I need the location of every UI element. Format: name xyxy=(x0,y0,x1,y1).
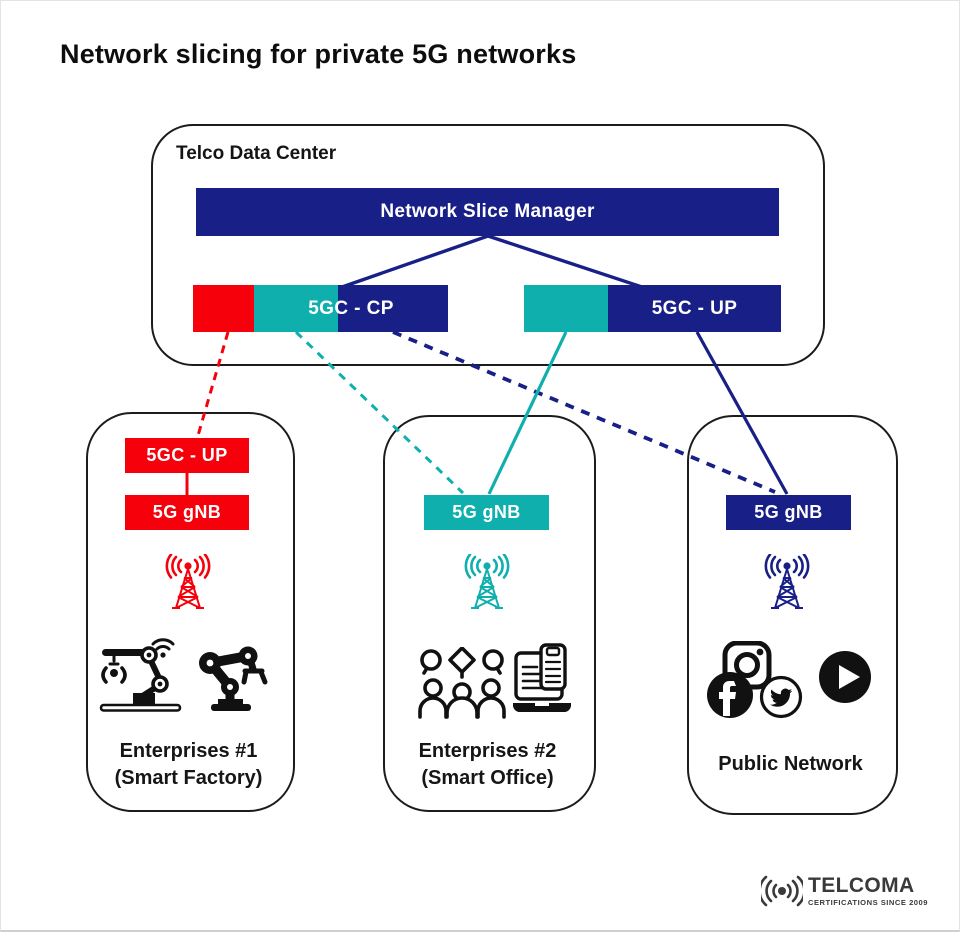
up-navy-segment xyxy=(608,285,781,332)
team-chat-icon xyxy=(418,647,506,719)
facebook-icon xyxy=(707,672,753,718)
play-icon xyxy=(819,651,871,703)
telcoma-brand-text: TELCOMA xyxy=(808,874,915,897)
enterprise1-5g-gnb-chip: 5G gNB xyxy=(125,495,249,530)
five-gc-cp-label: 5GC - CP xyxy=(308,297,394,319)
page-title: Network slicing for private 5G networks xyxy=(60,39,577,69)
twitter-icon xyxy=(759,675,803,719)
five-gc-up-box: 5GC - UP xyxy=(524,285,781,332)
enterprise1-box xyxy=(86,412,295,812)
enterprise2-antenna-icon xyxy=(464,554,510,609)
enterprise2-5g-gnb-chip: 5G gNB xyxy=(424,495,549,530)
telcoma-logo: TELCOMA CERTIFICATIONS SINCE 2009 xyxy=(761,873,928,909)
laptop-document-icon xyxy=(513,643,571,713)
enterprise1-subtitle: (Smart Factory) xyxy=(114,767,263,789)
five-gc-up-label: 5GC - UP xyxy=(651,297,738,319)
five-gc-cp-box: 5GC - CP xyxy=(193,285,448,332)
up-teal-segment xyxy=(524,285,608,332)
telco-data-center-label: Telco Data Center xyxy=(176,143,337,164)
enterprise2-name: Enterprises #2 xyxy=(418,740,557,762)
public-antenna-icon xyxy=(764,554,810,609)
enterprise1-name: Enterprises #1 xyxy=(119,740,258,762)
network-slice-manager-bar: Network Slice Manager xyxy=(196,188,779,236)
enterprise1-label: Enterprises #1 (Smart Factory) xyxy=(86,738,291,792)
social-media-icons xyxy=(707,641,803,719)
telcoma-radio-icon xyxy=(761,875,803,907)
telcoma-tagline-text: CERTIFICATIONS SINCE 2009 xyxy=(808,898,928,907)
cp-navy-segment xyxy=(338,285,448,332)
enterprise2-label: Enterprises #2 (Smart Office) xyxy=(383,738,592,792)
public-network-name: Public Network xyxy=(718,753,863,775)
enterprise2-subtitle: (Smart Office) xyxy=(421,767,554,789)
robot-arm-icon xyxy=(199,646,268,711)
public-5g-gnb-chip: 5G gNB xyxy=(726,495,851,530)
enterprise1-antenna-icon xyxy=(165,554,211,609)
cp-red-segment xyxy=(193,285,254,332)
enterprise1-5gc-up-chip: 5GC - UP xyxy=(125,438,249,473)
public-network-label: Public Network xyxy=(687,751,894,778)
cp-teal-segment xyxy=(254,285,338,332)
robot-arm-claw-icon xyxy=(99,638,182,712)
